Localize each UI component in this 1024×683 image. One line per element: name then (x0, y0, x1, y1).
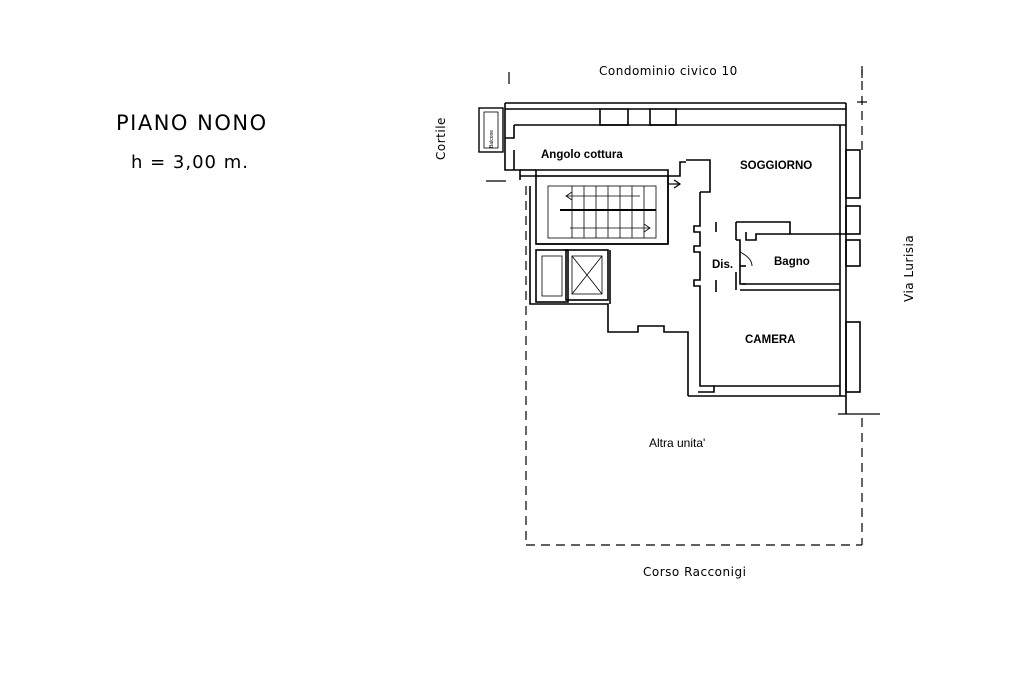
room-label-bath: Bagno (774, 256, 810, 268)
floor-height: h = 3,00 m. (131, 152, 249, 173)
street-top-label: Condominio civico 10 (599, 64, 738, 78)
core-walls (529, 176, 689, 396)
courtyard-label: Cortile (434, 117, 448, 160)
exterior-walls (504, 102, 861, 414)
bath-door-arc (739, 251, 753, 267)
landing-door-symbol (668, 179, 682, 189)
street-bottom-label: Corso Racconigi (643, 565, 746, 579)
room-label-bedroom: CAMERA (745, 334, 795, 346)
room-label-hall: Dis. (712, 259, 733, 271)
balcony: Balcone (478, 107, 504, 153)
boundary-ticks (486, 70, 880, 415)
interior-walls (693, 192, 846, 387)
elevator (535, 249, 609, 303)
balcony-label: Balcone (489, 130, 495, 148)
staircase (535, 175, 669, 245)
room-label-other-unit: Altra unita' (649, 436, 705, 450)
property-boundary (525, 66, 863, 546)
floor-title: PIANO NONO (116, 111, 268, 135)
room-label-kitchenette: Angolo cottura (541, 149, 623, 161)
street-right-label: Via Lurisia (902, 235, 916, 302)
kitchenette-walls (520, 159, 711, 193)
room-label-living: SOGGIORNO (740, 160, 812, 172)
